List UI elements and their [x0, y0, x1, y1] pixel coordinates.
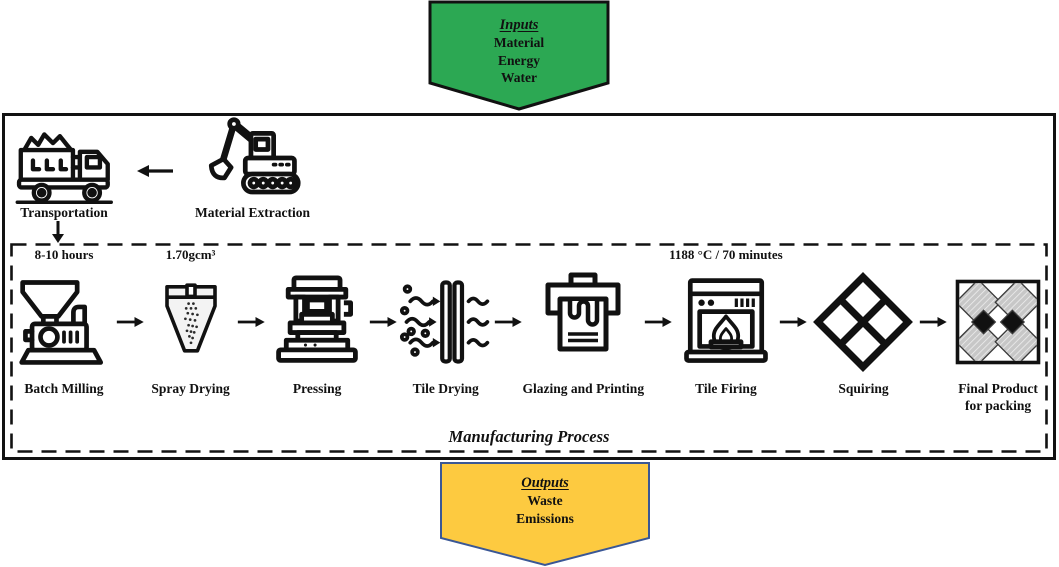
glazing-printing-label: Glazing and Printing: [522, 381, 645, 396]
batch-milling-annotation: 8-10 hours: [34, 247, 94, 262]
manufacturing-process-boundary: [10, 243, 1048, 453]
squiring-icon: [813, 270, 914, 374]
spray-drying-label: Spray Drying: [151, 381, 230, 396]
inputs-title: Inputs: [499, 17, 539, 33]
outputs-banner-shape: [440, 462, 650, 567]
material-extraction-label: Material Extraction: [194, 205, 311, 220]
arrow-transport-to-process: [51, 221, 65, 244]
flow-arrow-7: [919, 270, 948, 374]
pressing-label: Pressing: [292, 381, 342, 396]
inputs-banner-shape: [428, 0, 610, 111]
inputs-banner: Inputs Material Energy Water: [428, 0, 610, 112]
spray-drying-icon: [151, 270, 231, 374]
tile-drying-label: Tile Drying: [412, 381, 479, 396]
batch-milling-label: Batch Milling: [24, 381, 104, 396]
excavator-icon: [198, 114, 302, 202]
inputs-line-water: Water: [501, 70, 537, 85]
step-final-product: Final Product for packing: [948, 247, 1048, 415]
step-spray-drying: 1.70gcm³: [145, 247, 237, 398]
batch-milling-icon: [17, 270, 111, 374]
flow-arrow-4: [494, 270, 523, 374]
pressing-icon: [269, 270, 365, 374]
tile-firing-label: Tile Firing: [695, 381, 757, 396]
outputs-title: Outputs: [521, 475, 569, 491]
step-tile-firing: 1188 °C / 70 minutes: [669, 247, 783, 398]
flow-arrow-5: [644, 270, 673, 374]
tile-firing-icon: [679, 270, 773, 374]
outputs-banner: Outputs Waste Emissions: [440, 462, 650, 567]
step-tile-drying: Tile Drying: [398, 247, 494, 398]
inputs-line-material: Material: [493, 35, 545, 50]
step-pressing: Pressing: [265, 247, 369, 398]
flow-arrow-2: [237, 270, 266, 374]
glazing-printing-icon: [531, 270, 635, 374]
tile-firing-annotation: 1188 °C / 70 minutes: [669, 247, 783, 262]
flow-arrow-1: [116, 270, 145, 374]
arrow-extraction-to-transport: [136, 163, 174, 179]
step-glazing-printing: Glazing and Printing: [522, 247, 644, 398]
outputs-line-waste: Waste: [527, 493, 563, 508]
step-batch-milling: 8-10 hours Batch Milling: [12, 247, 116, 398]
tile-drying-icon: [399, 270, 493, 374]
squiring-label: Squiring: [838, 381, 889, 396]
step-squiring: Squiring: [807, 247, 919, 398]
inputs-line-energy: Energy: [498, 52, 540, 68]
transportation-label: Transportation: [20, 205, 108, 220]
flow-arrow-3: [369, 270, 398, 374]
outputs-line-emissions: Emissions: [516, 510, 574, 526]
process-flow-row: 8-10 hours Batch Milling: [12, 247, 1048, 415]
final-product-label: Final Product for packing: [958, 381, 1038, 413]
manufacturing-process-title: Manufacturing Process: [448, 427, 610, 446]
flow-arrow-6: [779, 270, 808, 374]
dump-truck-icon: [8, 124, 124, 204]
final-product-icon: [953, 270, 1043, 374]
spray-drying-annotation: 1.70gcm³: [165, 247, 216, 262]
